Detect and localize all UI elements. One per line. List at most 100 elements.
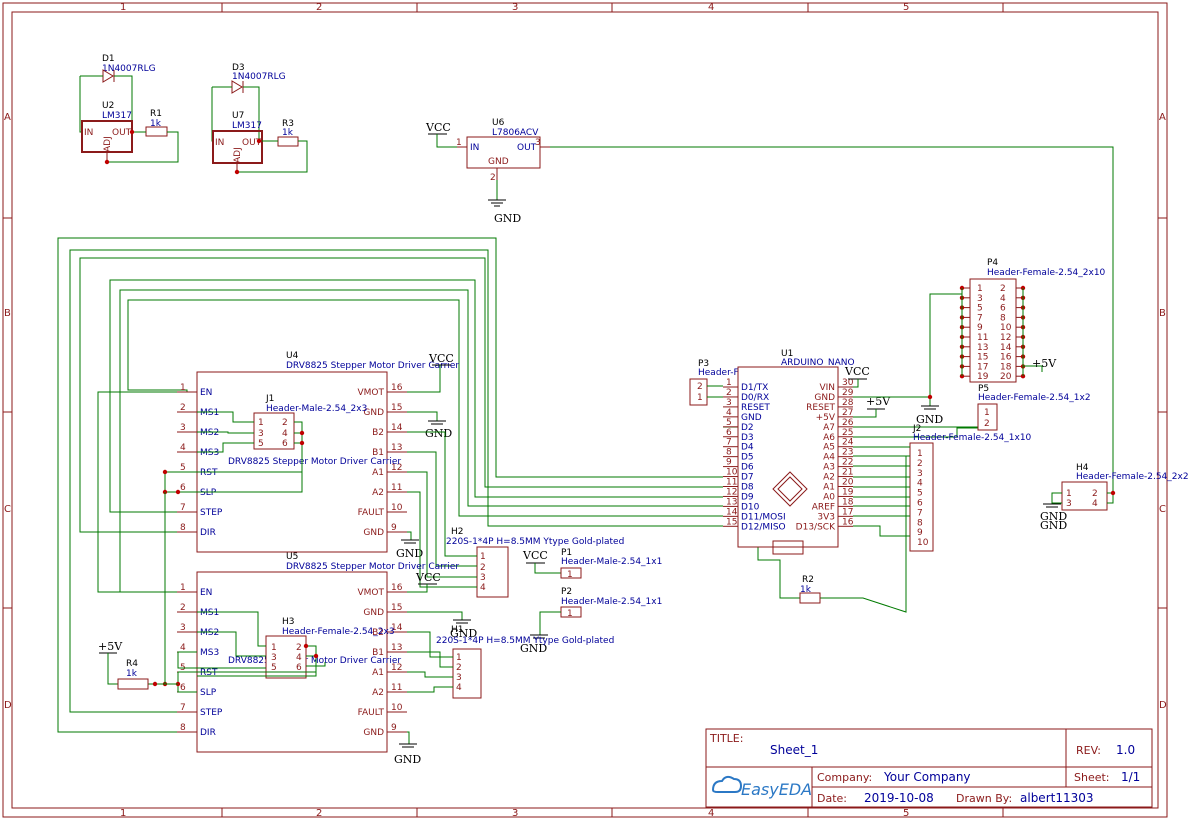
u5-pin-10-num: 10 [391,703,403,713]
sheet-value: 1/1 [1121,770,1140,784]
p2-ref: P2 [561,587,572,597]
u5-pin-4-name: MS3 [200,648,219,658]
resistor-r4: +5V R4 1k [98,640,149,690]
u1-pin-24-num: 24 [842,438,854,448]
j2-pin-2: 2 [917,459,923,469]
zone-row-d-right: D [1159,700,1167,711]
u4-pin-9-num: 9 [391,523,397,533]
u1-pin-13-num: 13 [726,497,737,507]
p4-pin-2: 2 [1000,284,1006,294]
u1-pin-15-num: 15 [726,517,737,527]
u2-in-label: IN [84,128,93,138]
u7-ref: U7 [232,111,244,121]
r1-ref: R1 [150,109,162,119]
u1-pin-6-name: D3 [741,433,754,443]
h2-value: 220S-1*4P H=8.5MM Ytype Gold-plated [446,537,624,547]
p5-value: Header-Female-2.54_1x2 [978,393,1091,403]
u4-gnd2-label: GND [396,547,423,560]
u1-pin-4-name: GND [741,413,762,423]
h3-ref: H3 [282,617,295,627]
u6-in-label: IN [470,143,479,153]
zone-col-2-bottom: 2 [316,808,322,819]
u2-adj-label: ADJ [103,136,113,152]
drawn-by-value: albert11303 [1020,791,1094,805]
u6-out-label: OUT [517,143,537,153]
u5-pin-9-num: 9 [391,723,397,733]
j1-pin4: 4 [282,429,288,439]
company-value: Your Company [883,770,971,784]
u5-pin-2-name: MS1 [200,608,219,618]
p1-body [560,567,582,579]
u1-pin-25-name: A6 [823,433,835,443]
p5-pin2: 2 [984,419,990,429]
u1-pin-8-num: 8 [726,448,732,458]
u4-pin-11-name: A2 [372,488,384,498]
u5-pin-3-name: MS2 [200,628,219,638]
p2-pin1: 1 [567,609,573,619]
u4-pin-16-num: 16 [391,383,403,393]
r3-value: 1k [282,128,294,138]
zone-col-2-top: 2 [316,2,322,13]
j1-value: Header-Male-2.54_2x3 [266,404,367,414]
u6-gnd-symbol-label: GND [494,212,521,225]
u1-pin-27-name: +5V [816,413,836,423]
u1-pin-20-name: A1 [823,483,835,493]
u5-pin-1-name: EN [200,588,212,598]
u1-pin-29-name: GND [814,393,835,403]
p3-pin-bottom: 1 [697,393,703,403]
u1-pin-12-name: D9 [741,492,754,502]
r2-ref: R2 [802,575,814,585]
u1-pin-30-num: 30 [842,378,854,388]
j1-ref: J1 [265,394,274,404]
h4-pin4: 4 [1092,499,1098,509]
u4-pin-9-name: GND [363,528,384,538]
p4-pin-20: 20 [1000,372,1012,382]
u6-body [466,136,541,169]
u1-pin-1-num: 1 [726,378,732,388]
p4-pin-14: 14 [1000,343,1012,353]
h3-body [265,635,307,679]
p1-pin1: 1 [567,570,573,580]
j2-pin-6: 6 [917,499,923,509]
header-j1: J1 Header-Male-2.54_2x3 1 2 3 4 5 6 [162,394,367,495]
u1-pin-7-num: 7 [726,438,732,448]
u5-pin-16-num: 16 [391,583,403,593]
u5-gnd2-label: GND [394,753,421,766]
u4-pin-14-num: 14 [391,423,403,433]
r2-resistor-icon [799,592,821,604]
u4-pin-14-name: B2 [372,428,384,438]
r1-value: 1k [150,119,162,129]
u1-pin-20-num: 20 [842,478,854,488]
u1-pin-10-num: 10 [726,468,738,478]
h3-pin2: 2 [296,643,302,653]
date-label: Date: [817,792,847,805]
p4-pin-13: 13 [977,343,988,353]
u7-out-label: OUT [242,138,262,148]
logo-text: EasyEDA [741,780,812,799]
h2-body [476,546,509,598]
u1-pin-22-name: A3 [823,463,835,473]
u1-pin-4-num: 4 [726,408,732,418]
j2-pin-7: 7 [917,508,923,518]
u5-pin-4-num: 4 [180,643,186,653]
u4-pin-16-name: VMOT [357,388,384,398]
zone-col-5-top: 5 [903,2,909,13]
h4-value: Header-Female-2.54_2x2 [1076,472,1189,482]
u1-pin-16-name: D13/SCK [796,522,836,532]
p4-pin-1: 1 [977,284,983,294]
u6-pin1-num: 1 [456,138,462,148]
u5-pin-6-name: SLP [200,688,217,698]
u2-out-label: OUT [112,128,132,138]
p4-pin-19: 19 [977,372,989,382]
u1-5v-label: +5V [866,395,891,408]
regulator-u2-group: D1 1N4007RLG U2 LM317 IN OUT ADJ R1 1k [79,54,179,165]
u1-pin-3-name: RESET [741,403,770,413]
h4-pin3: 3 [1066,499,1072,509]
u6-pin3-num: 3 [535,138,541,148]
u1-gnd-label: GND [916,413,943,426]
u1-pin-12-num: 12 [726,487,737,497]
u4-pin-5-name: RST [200,468,218,478]
p4-5v-label: +5V [1032,357,1057,370]
u1-ref: U1 [781,349,793,359]
